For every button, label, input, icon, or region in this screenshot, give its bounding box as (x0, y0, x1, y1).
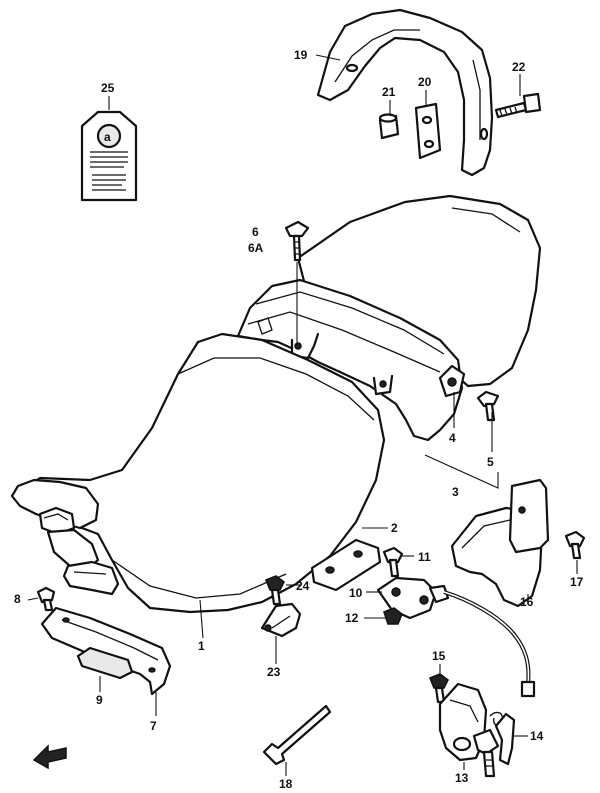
grab-rail (316, 8, 494, 177)
bracket-bolt (36, 586, 56, 612)
callout-19: 19 (294, 48, 308, 62)
holder-bolt (265, 575, 285, 606)
label-text-lines (90, 151, 128, 191)
callout-3: 3 (452, 485, 459, 499)
warning-label-card: a (80, 110, 138, 202)
callout-labels: 19 20 21 22 25 6 6A 4 5 3 1 2 11 24 23 1… (14, 48, 584, 791)
front-seat (10, 332, 386, 614)
callout-24: 24 (296, 579, 310, 593)
callout-11: 11 (418, 550, 431, 564)
lock-bolt-upper (382, 546, 404, 578)
callout-16: 16 (520, 595, 534, 609)
callout-6a: 6A (248, 241, 264, 255)
tool-holder (450, 478, 550, 608)
callout-12: 12 (345, 611, 359, 625)
cable-holder (260, 602, 302, 638)
callout-21: 21 (382, 85, 396, 99)
rear-seat (236, 194, 542, 442)
callout-22: 22 (512, 60, 526, 74)
seat-damper (310, 538, 382, 592)
rear-seat-bolt (284, 220, 310, 345)
callout-1: 1 (198, 639, 205, 653)
lock-nut (383, 607, 403, 625)
callout-5: 5 (487, 455, 494, 469)
callout-23: 23 (267, 665, 281, 679)
callout-6: 6 (252, 225, 259, 239)
lock-bracket-screw (476, 390, 500, 422)
callout-9: 9 (96, 693, 103, 707)
leader-lines (27, 54, 578, 776)
callout-13: 13 (455, 771, 469, 785)
cushion-pad (76, 646, 134, 680)
callout-15: 15 (432, 649, 446, 663)
seat-lock-cable (443, 590, 536, 698)
callout-14: 14 (530, 729, 544, 743)
callout-25: 25 (101, 81, 115, 95)
callout-20: 20 (418, 75, 432, 89)
callout-18: 18 (279, 777, 293, 791)
front-direction-arrow-icon (32, 744, 67, 770)
callout-10: 10 (349, 586, 363, 600)
collar (378, 113, 400, 140)
seat-bracket (40, 606, 172, 696)
grab-rail-bolt (494, 92, 542, 119)
holder-screw (564, 530, 586, 560)
callout-17: 17 (570, 575, 584, 589)
callout-7: 7 (150, 719, 157, 733)
lock-cylinder (438, 682, 503, 778)
callout-2: 2 (391, 521, 398, 535)
callout-8: 8 (14, 592, 21, 606)
warning-badge-icon: a (104, 130, 111, 144)
lock-arm (494, 712, 516, 766)
callout-4: 4 (449, 431, 456, 445)
bracket-plate (414, 102, 442, 160)
support-rod (262, 704, 332, 766)
latch-bolt (429, 673, 449, 704)
